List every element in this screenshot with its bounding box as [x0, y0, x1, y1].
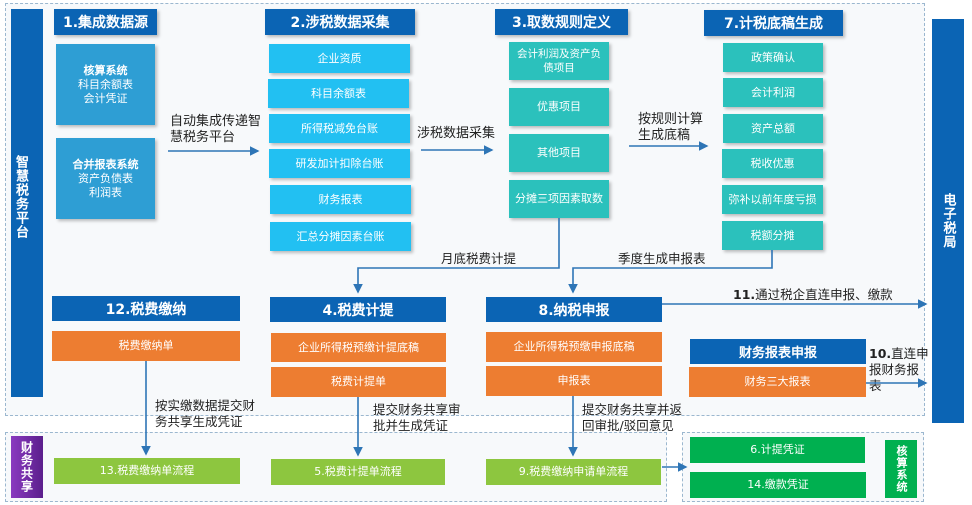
label-number: 11. [733, 287, 756, 302]
label-line: 自动集成传递智 [170, 114, 262, 129]
label-line: 提交财务共享审 [373, 402, 461, 417]
stage8-item[interactable]: 申报表 [486, 366, 662, 396]
flow-9[interactable]: 9.税费缴纳申请单流程 [486, 459, 661, 485]
label-line: 回审批/驳回意见 [582, 418, 674, 433]
stage7-item[interactable]: 资产总额 [723, 114, 823, 143]
stage7-item[interactable]: 税额分摊 [722, 221, 823, 250]
label-month-end-accrual: 月底税费计提 [441, 251, 517, 266]
label-line: 批并生成凭证 [373, 418, 449, 433]
financial-report-item[interactable]: 财务三大报表 [689, 367, 866, 397]
label-text: 直连申 [891, 346, 929, 361]
arrow-month-end-accrual [353, 218, 560, 294]
arrow-quarter-report [568, 250, 773, 294]
stage12-item[interactable]: 税费缴纳单 [52, 331, 240, 361]
source-name: 合并报表系统 [72, 157, 139, 171]
label-line: 报财务报 [869, 362, 920, 377]
stage7-item[interactable]: 弥补以前年度亏损 [722, 185, 823, 214]
stage8-header: 8.纳税申报 [486, 297, 662, 322]
label-number: 10. [869, 346, 892, 361]
label-accrual-submit: 提交财务共享审 批并生成凭证 [373, 402, 461, 434]
accounting-system-label: 核算系统 [885, 440, 917, 498]
stage3-item[interactable]: 其他项目 [509, 134, 609, 172]
stage2-item[interactable]: 企业资质 [269, 44, 410, 73]
stage7-item[interactable]: 政策确认 [723, 43, 823, 72]
label-tax-data-collect: 涉税数据采集 [417, 126, 496, 141]
flow-5[interactable]: 5.税费计提单流程 [271, 459, 445, 485]
label-text: 通过税企直连申报、缴款 [755, 287, 893, 302]
stage2-item[interactable]: 科目余额表 [268, 79, 409, 108]
stage1-header: 1.集成数据源 [54, 9, 157, 35]
label-line: 务共享生成凭证 [155, 414, 243, 429]
financial-report-header: 财务报表申报 [690, 339, 866, 364]
voucher-14[interactable]: 14.缴款凭证 [690, 472, 866, 498]
source-consolidation-system[interactable]: 合并报表系统 资产负债表 利润表 [56, 138, 155, 219]
stage7-item[interactable]: 税收优惠 [722, 149, 823, 178]
stage3-item[interactable]: 会计利润及资产负债项目 [509, 42, 609, 80]
stage2-item[interactable]: 所得税减免台账 [269, 114, 410, 143]
stage3-header: 3.取数规则定义 [495, 9, 628, 35]
e-tax-bureau-label: 电子税局 [932, 19, 964, 423]
stage3-item[interactable]: 分摊三项因素取数 [509, 180, 609, 218]
stage4-item[interactable]: 税费计提单 [271, 367, 446, 397]
label-line: 慧税务平台 [170, 130, 236, 145]
label-quarter-report: 季度生成申报表 [618, 251, 706, 266]
finance-sharing-label: 财务共享 [11, 436, 43, 498]
label-declare-submit: 提交财务共享并返 回审批/驳回意见 [582, 402, 682, 434]
label-line: 生成底稿 [638, 128, 691, 143]
label-auto-integrate: 自动集成传递智 慧税务平台 [170, 114, 261, 146]
source-line: 利润表 [89, 185, 122, 199]
label-line: 按实缴数据提交财 [155, 398, 256, 413]
label-direct-fin-report: 10.直连申 报财务报 表 [869, 346, 929, 394]
label-calc-by-rule: 按规则计算 生成底稿 [638, 112, 703, 144]
stage8-item[interactable]: 企业所得税预缴申报底稿 [486, 332, 662, 362]
stage4-header: 4.税费计提 [270, 297, 446, 322]
stage7-item[interactable]: 会计利润 [723, 78, 823, 107]
stage2-item[interactable]: 财务报表 [270, 185, 411, 214]
source-name: 核算系统 [83, 63, 128, 77]
source-accounting-system[interactable]: 核算系统 科目余额表 会计凭证 [56, 44, 155, 125]
stage4-item[interactable]: 企业所得税预缴计提底稿 [271, 333, 446, 362]
label-line: 按规则计算 [638, 112, 704, 127]
stage2-item[interactable]: 研发加计扣除台账 [269, 149, 410, 178]
flow-13[interactable]: 13.税费缴纳单流程 [54, 458, 240, 484]
stage3-item[interactable]: 优惠项目 [509, 88, 609, 126]
source-line: 资产负债表 [78, 171, 133, 185]
smart-tax-platform-label: 智慧税务平台 [11, 9, 43, 397]
label-pay-submit: 按实缴数据提交财 务共享生成凭证 [155, 398, 255, 430]
label-line: 提交财务共享并返 [582, 402, 683, 417]
source-line: 会计凭证 [83, 91, 128, 105]
stage2-item[interactable]: 汇总分摊因素台账 [270, 222, 411, 251]
stage2-header: 2.涉税数据采集 [265, 9, 415, 35]
label-direct-declare: 11.通过税企直连申报、缴款 [733, 287, 893, 303]
label-line: 表 [869, 378, 882, 393]
voucher-6[interactable]: 6.计提凭证 [690, 437, 865, 463]
source-line: 科目余额表 [78, 77, 133, 91]
stage12-header: 12.税费缴纳 [52, 296, 240, 321]
stage7-header: 7.计税底稿生成 [704, 10, 843, 36]
